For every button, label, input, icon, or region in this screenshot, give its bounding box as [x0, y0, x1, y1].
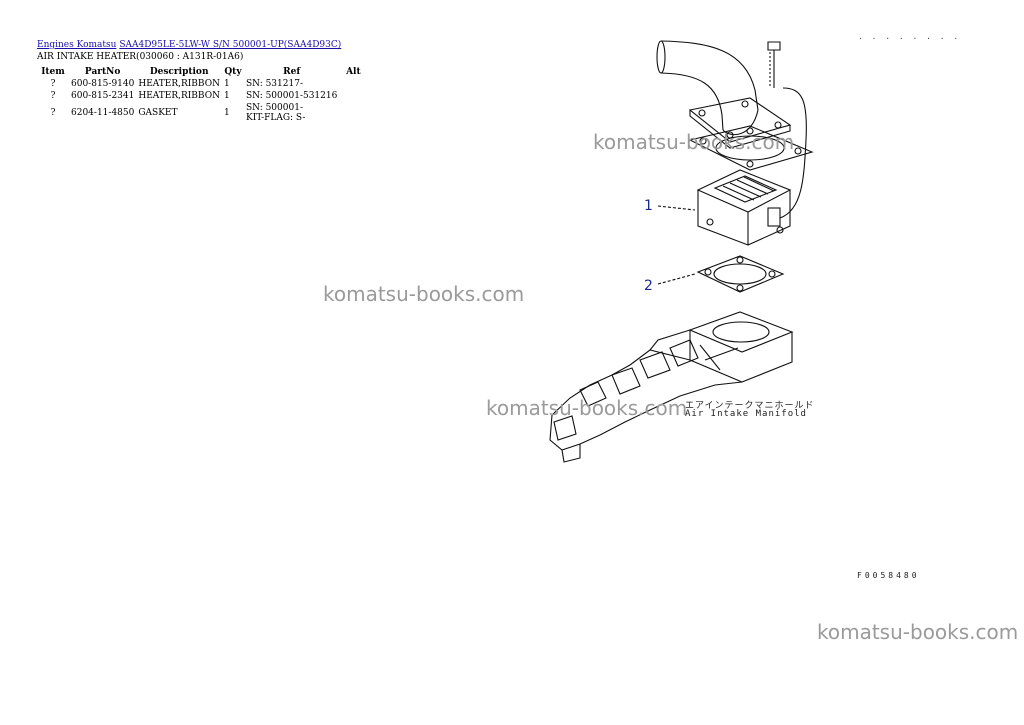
watermark: komatsu-books.com	[486, 396, 688, 420]
parts-diagram	[549, 40, 814, 463]
cell-alt	[339, 90, 367, 102]
callout-1: 1	[644, 198, 653, 214]
intake-manifold	[549, 311, 794, 463]
cell-ref-line1: SN: 500001-	[245, 103, 303, 113]
caption-jp: エアインテークマニホールド	[685, 401, 815, 411]
col-item: Item	[41, 67, 65, 77]
figure-code: F0058480	[857, 571, 920, 580]
upper-flange	[688, 97, 792, 149]
cell-partno: 6204-11-4850	[71, 108, 135, 118]
cell-alt	[339, 78, 367, 90]
cell-ref: SN: 500001-KIT-FLAG: S-	[244, 102, 339, 124]
watermark: komatsu-books.com	[323, 282, 525, 306]
heater-block	[696, 169, 792, 246]
table-row: ? 600-815-9140 HEATER,RIBBON 1 SN: 53121…	[37, 78, 367, 90]
watermark: komatsu-books.com	[593, 130, 795, 154]
cell-ref-line2: KIT-FLAG: S-	[245, 113, 306, 123]
breadcrumb-link-engines[interactable]: Engines Komatsu	[37, 40, 117, 50]
cell-item: ?	[50, 91, 56, 101]
parts-table: Item PartNo Description Qty Ref Alt ? 60…	[37, 66, 367, 124]
cell-partno: 600-815-9140	[71, 79, 135, 89]
heater-wire	[779, 87, 807, 219]
cell-ref: SN: 500001-531216	[245, 91, 338, 101]
leader-1	[657, 205, 696, 211]
cell-description: HEATER,RIBBON	[138, 91, 220, 101]
cell-partno: 600-815-2341	[71, 91, 135, 101]
col-qty: Qty	[224, 67, 242, 77]
table-row: ? 600-815-2341 HEATER,RIBBON 1 SN: 50000…	[37, 90, 367, 102]
cell-qty: 1	[223, 91, 230, 101]
cell-description: HEATER,RIBBON	[138, 79, 220, 89]
elbow-pipe	[656, 40, 759, 136]
top-dots: · · · · · · · ·	[858, 34, 961, 43]
cell-qty: 1	[223, 108, 230, 118]
cell-description: GASKET	[138, 108, 178, 118]
breadcrumb: Engines Komatsu SAA4D95LE-5LW-W S/N 5000…	[37, 40, 341, 50]
breadcrumb-link-model[interactable]: SAA4D95LE-5LW-W S/N 500001-UP(SAA4D93C)	[119, 40, 342, 50]
cell-alt	[339, 102, 367, 124]
table-header-row: Item PartNo Description Qty Ref Alt	[37, 66, 367, 78]
cell-item: ?	[50, 108, 56, 118]
bolt	[767, 41, 781, 88]
cell-qty: 1	[223, 79, 230, 89]
caption-en: Air Intake Manifold	[685, 409, 807, 419]
callout-2: 2	[644, 278, 653, 294]
cell-ref: SN: 531217-	[245, 79, 303, 89]
upper-gasket	[688, 125, 814, 171]
watermark: komatsu-books.com	[817, 620, 1019, 644]
col-alt: Alt	[346, 67, 361, 77]
leader-2	[657, 273, 696, 285]
col-partno: PartNo	[84, 67, 121, 77]
col-description: Description	[149, 67, 209, 77]
lower-gasket	[696, 255, 785, 293]
cell-item: ?	[50, 79, 56, 89]
col-ref: Ref	[283, 67, 301, 77]
page-subtitle: AIR INTAKE HEATER(030060 : A131R-01A6)	[37, 52, 244, 62]
table-row: ? 6204-11-4850 GASKET 1 SN: 500001-KIT-F…	[37, 102, 367, 124]
